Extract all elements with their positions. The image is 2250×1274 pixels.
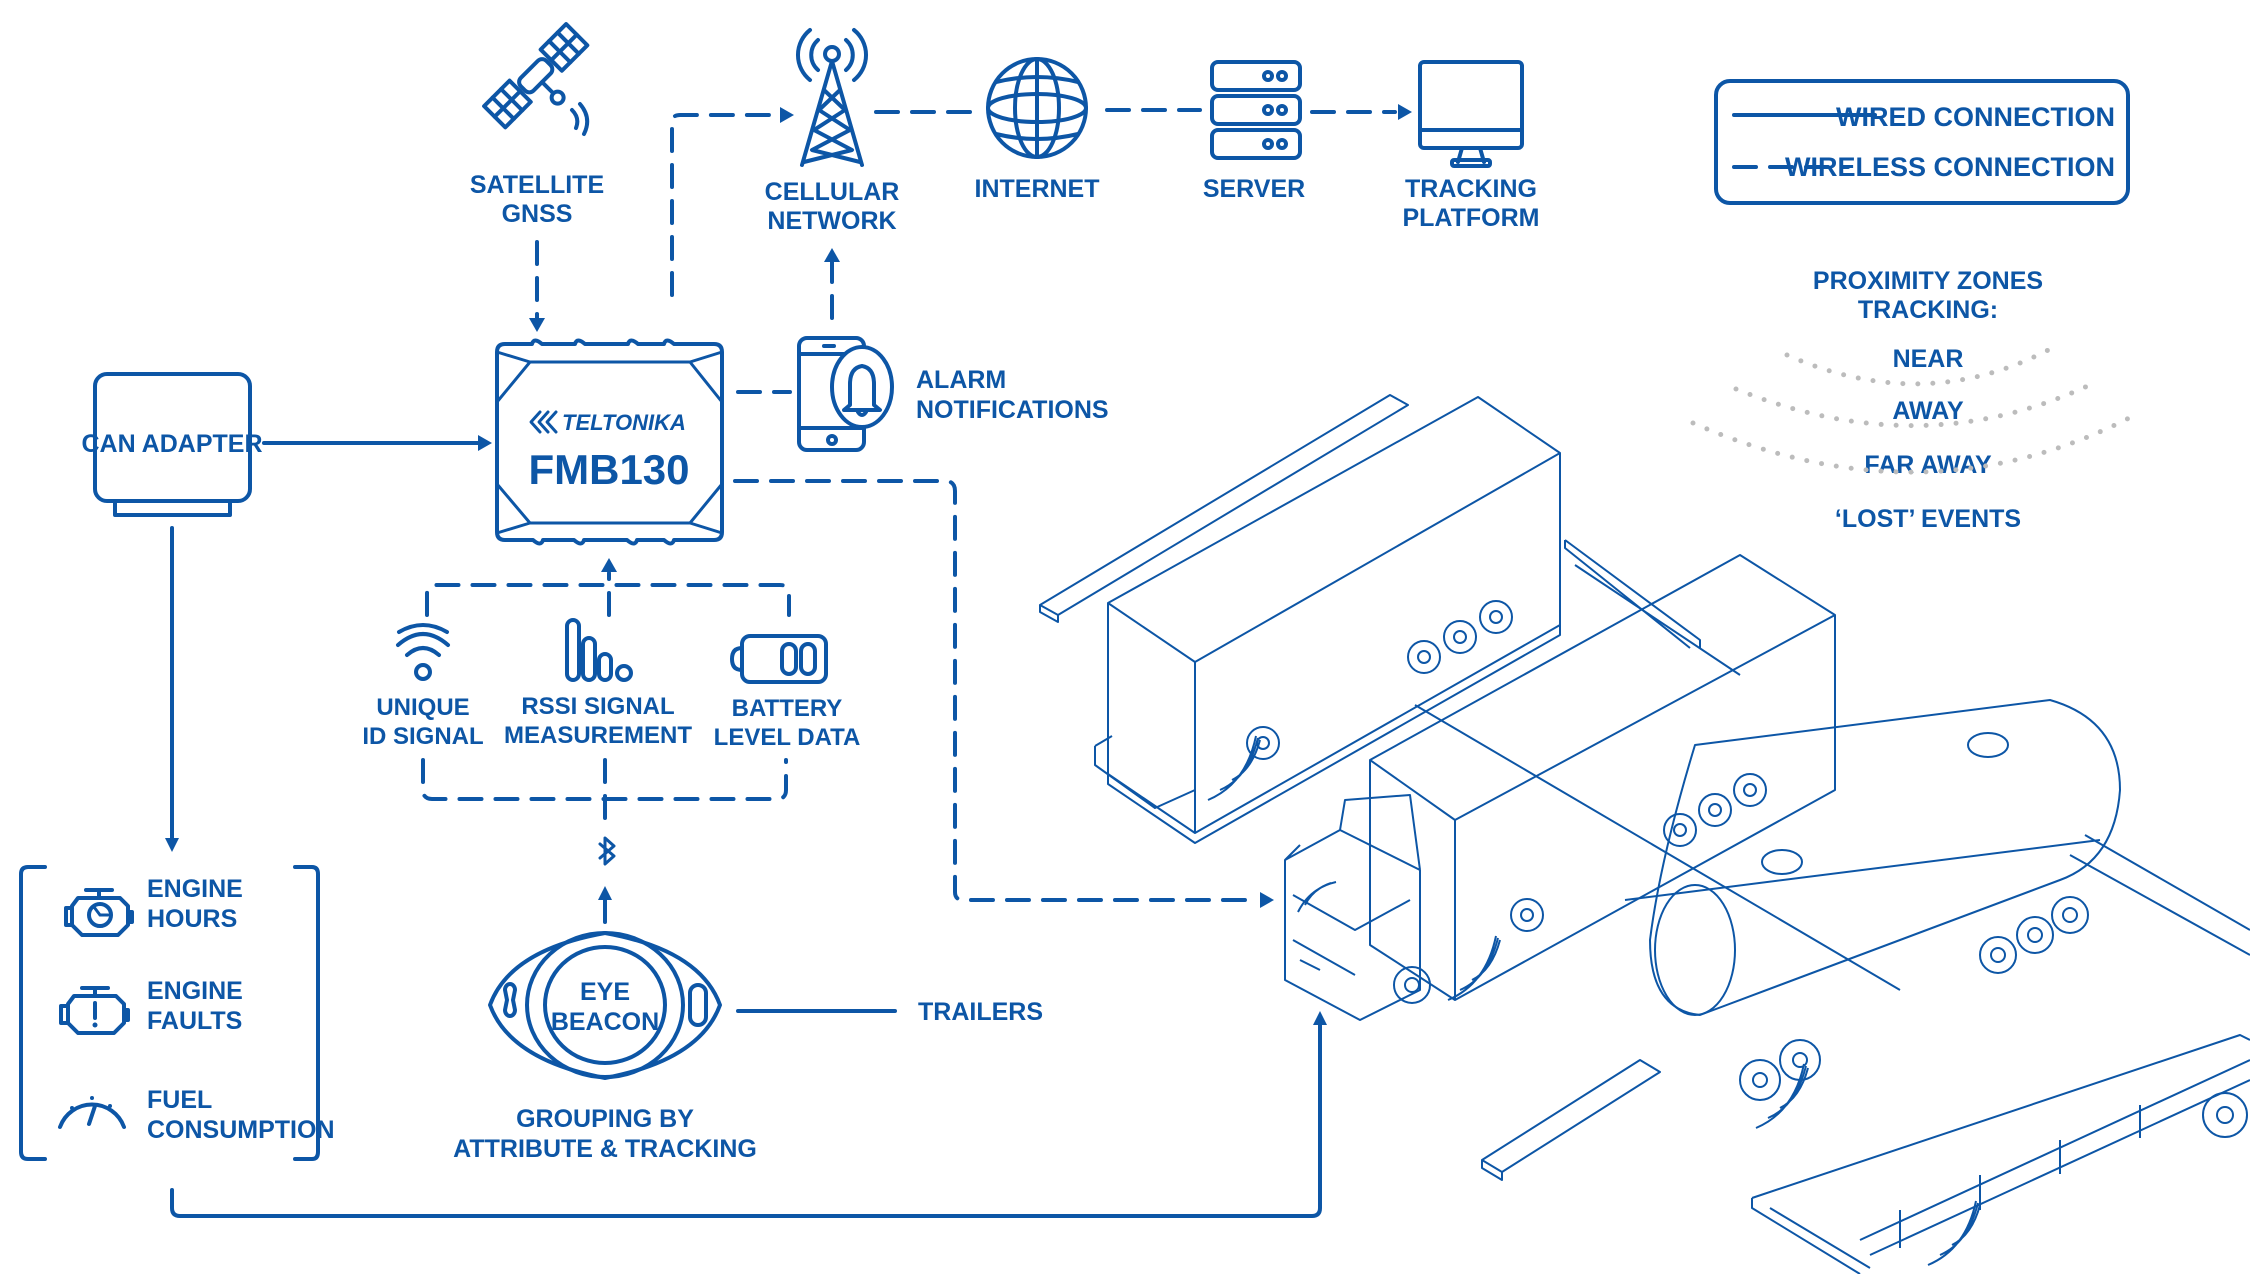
can-data-label: ENGINE [147, 977, 243, 1005]
arrow-head [780, 107, 794, 123]
cell-tower-icon [796, 28, 868, 167]
device-to-truck-link [733, 479, 1260, 902]
device-brand: TELTONIKA [562, 410, 686, 435]
battery-label-2: LEVEL DATA [714, 724, 861, 751]
can-data-label: FUEL [147, 1086, 212, 1114]
arrow-head [478, 435, 492, 451]
arrow-head [165, 838, 179, 852]
satellite-label-1: SATELLITE [470, 171, 604, 199]
legend-wired-label: WIRED CONNECTION [1836, 102, 2115, 132]
unique-label-1: UNIQUE [376, 694, 469, 721]
arrow-head [601, 558, 617, 572]
arrow-head [529, 318, 545, 332]
cellular-label-2: NETWORK [767, 207, 896, 235]
proximity-title-2: TRACKING: [1858, 296, 1998, 324]
alarm-label-2: NOTIFICATIONS [916, 396, 1109, 424]
zone-near: NEAR [1893, 345, 1964, 373]
arrow-head [1313, 1011, 1327, 1025]
zone-lost-events: ‘LOST’ EVENTS [1835, 505, 2021, 533]
fuel-gauge-icon [58, 1096, 126, 1129]
fmb130-device: TELTONIKA FMB130 [495, 338, 724, 546]
arrow-head [824, 248, 840, 262]
proximity-title-1: PROXIMITY ZONES [1813, 267, 2043, 295]
bluetooth-icon [598, 836, 616, 866]
trailers-label: TRAILERS [918, 998, 1043, 1026]
can-data-bracket-left [19, 865, 47, 1161]
can-data-label: FAULTS [147, 1007, 242, 1035]
server-label: SERVER [1203, 175, 1305, 203]
engine-clock-icon [64, 888, 134, 937]
rssi-label-1: RSSI SIGNAL [521, 693, 674, 720]
arrow-head [1260, 892, 1274, 908]
server-icon [1210, 60, 1302, 160]
eye-beacon-icon [488, 931, 722, 1080]
engine-fault-icon [59, 986, 130, 1035]
can-adapter-label: CAN ADAPTER [81, 430, 262, 458]
rssi-bars-icon [565, 618, 633, 682]
platform-label-2: PLATFORM [1402, 204, 1539, 232]
zone-away: AWAY [1892, 397, 1964, 425]
teltonika-logo-icon [529, 410, 558, 434]
alarm-label-1: ALARM [916, 366, 1006, 394]
battery-label-1: BATTERY [732, 695, 843, 722]
platform-label-1: TRACKING [1405, 175, 1537, 203]
can-data-label: ENGINE [147, 875, 243, 903]
can-adapter: CAN ADAPTER [81, 372, 263, 517]
zone-near-arc [1784, 345, 2055, 387]
legend: WIRED CONNECTION WIRELESS CONNECTION [1714, 79, 2130, 205]
satellite-signal-icon [570, 102, 590, 136]
unique-label-2: ID SIGNAL [362, 723, 483, 750]
internet-label: INTERNET [975, 175, 1100, 203]
cellular-label-1: CELLULAR [765, 178, 900, 206]
trucks-illustration [1039, 394, 2250, 1274]
can-data-label: HOURS [147, 905, 237, 933]
rssi-label-2: MEASUREMENT [504, 722, 692, 749]
globe-icon [986, 57, 1088, 159]
battery-icon [730, 634, 828, 684]
arrow-head [598, 886, 612, 900]
monitor-icon [1418, 60, 1524, 168]
satellite-label-2: GNSS [502, 200, 573, 228]
beacon-name-1: EYE [580, 978, 630, 1006]
satellite-icon [482, 22, 590, 130]
arrow-head [1398, 104, 1412, 120]
beacon-caption-1: GROUPING BY [516, 1105, 694, 1133]
device-to-cellular-link [670, 113, 780, 297]
phone-alarm-icon [797, 336, 894, 452]
zone-far-away: FAR AWAY [1864, 451, 1992, 479]
bell-icon [842, 364, 882, 412]
beacon-caption-2: ATTRIBUTE & TRACKING [453, 1135, 757, 1163]
device-model: FMB130 [528, 446, 689, 493]
can-data-to-truck-link [170, 1023, 1322, 1218]
beacon-name-2: BEACON [551, 1008, 659, 1036]
can-data-label: CONSUMPTION [147, 1116, 335, 1144]
can-data-bracket-right [293, 865, 320, 1161]
wifi-signal-icon [396, 623, 450, 681]
legend-wireless-label: WIRELESS CONNECTION [1785, 152, 2115, 182]
